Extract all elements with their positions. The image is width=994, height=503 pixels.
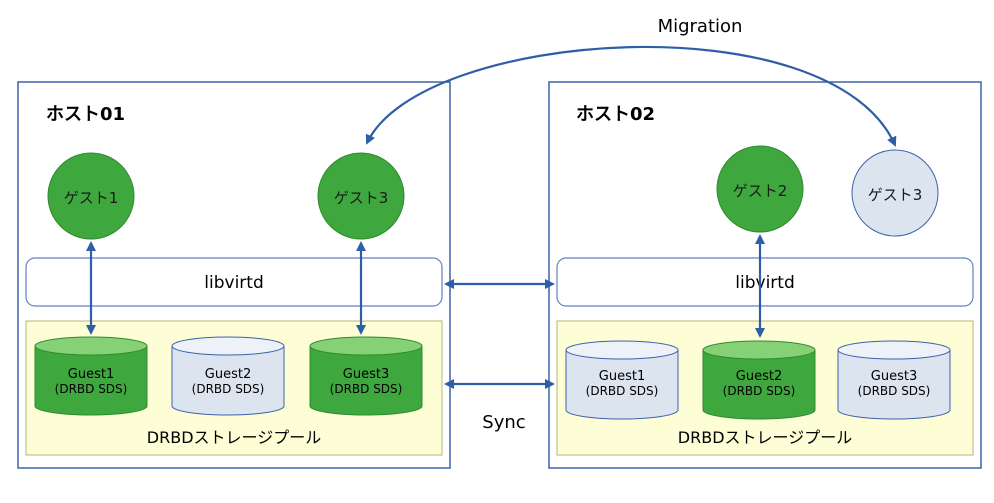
svg-text:ゲスト2: ゲスト2 bbox=[733, 182, 788, 200]
svg-text:Guest1: Guest1 bbox=[599, 369, 645, 384]
svg-text:Guest3: Guest3 bbox=[871, 369, 917, 384]
host-01-guest-1: ゲスト1 bbox=[47, 152, 135, 240]
host-01-title: ホスト01 bbox=[46, 104, 125, 125]
svg-text:DRBDストレージプール: DRBDストレージプール bbox=[147, 428, 321, 447]
svg-text:DRBDストレージプール: DRBDストレージプール bbox=[678, 428, 852, 447]
host-02-guest-3-migrated: ゲスト3 bbox=[851, 149, 939, 237]
svg-text:Guest2: Guest2 bbox=[205, 367, 251, 382]
svg-text:Guest3: Guest3 bbox=[343, 367, 389, 382]
svg-text:ゲスト3: ゲスト3 bbox=[868, 186, 923, 204]
svg-text:(DRBD SDS): (DRBD SDS) bbox=[192, 382, 265, 396]
host-01: ホスト01 ゲスト1 ゲスト3 libvirtd DRBDストレージプール Gu… bbox=[17, 81, 451, 469]
host-02-volume-guest3: Guest3 (DRBD SDS) bbox=[837, 340, 951, 420]
migration-arrow bbox=[365, 45, 897, 147]
migration-label: Migration bbox=[658, 16, 743, 37]
host-02-guest-2: ゲスト2 bbox=[716, 145, 804, 233]
svg-text:(DRBD SDS): (DRBD SDS) bbox=[330, 382, 403, 396]
host-02: ホスト02 ゲスト2 ゲスト3 libvirtd DRBDストレージプール Gu… bbox=[548, 81, 982, 469]
sync-label: Sync bbox=[482, 412, 525, 433]
svg-text:(DRBD SDS): (DRBD SDS) bbox=[586, 384, 659, 398]
svg-text:Guest2: Guest2 bbox=[736, 369, 782, 384]
svg-text:libvirtd: libvirtd bbox=[204, 273, 263, 293]
svg-text:Guest1: Guest1 bbox=[68, 367, 114, 382]
host-01-libvirtd: libvirtd bbox=[25, 257, 443, 307]
host-01-volume-guest2: Guest2 (DRBD SDS) bbox=[171, 336, 285, 416]
svg-text:ゲスト1: ゲスト1 bbox=[64, 189, 119, 207]
host-02-volume-guest1: Guest1 (DRBD SDS) bbox=[565, 340, 679, 420]
host-02-libvirtd: libvirtd bbox=[556, 257, 974, 307]
host-01-guest-3: ゲスト3 bbox=[317, 152, 405, 240]
host-02-volume-guest2: Guest2 (DRBD SDS) bbox=[702, 340, 816, 420]
svg-text:ゲスト3: ゲスト3 bbox=[334, 189, 389, 207]
svg-text:(DRBD SDS): (DRBD SDS) bbox=[55, 382, 128, 396]
svg-text:libvirtd: libvirtd bbox=[735, 273, 794, 293]
host-02-title: ホスト02 bbox=[576, 104, 655, 125]
host-01-volume-guest1: Guest1 (DRBD SDS) bbox=[34, 336, 148, 416]
svg-text:(DRBD SDS): (DRBD SDS) bbox=[723, 384, 796, 398]
host-01-volume-guest3: Guest3 (DRBD SDS) bbox=[309, 336, 423, 416]
svg-text:(DRBD SDS): (DRBD SDS) bbox=[858, 384, 931, 398]
